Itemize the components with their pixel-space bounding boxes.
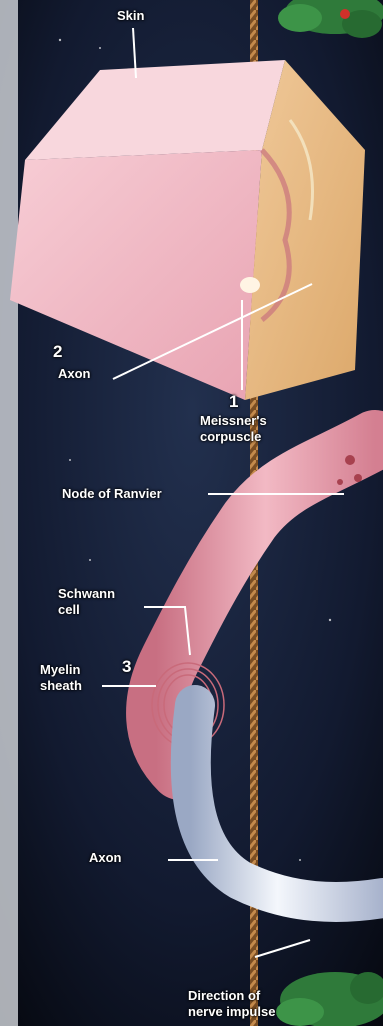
direction-line-2: nerve impulse: [188, 1004, 275, 1020]
label-myelin-sheath: Myelin sheath: [40, 662, 82, 694]
myelin-line-2: sheath: [40, 678, 82, 694]
label-node-of-ranvier: Node of Ranvier: [62, 486, 162, 502]
meissner-line-1: Meissner's: [200, 413, 267, 429]
label-axon-bottom: Axon: [89, 850, 122, 866]
step-number-3: 3: [122, 658, 131, 676]
schwann-line-2: cell: [58, 602, 115, 618]
label-direction-of-nerve-impulse: Direction of nerve impulse: [188, 988, 275, 1020]
meissner-line-2: corpuscle: [200, 429, 267, 445]
step-number-1: 1: [229, 393, 238, 411]
left-border-strip: [0, 0, 18, 1026]
step-number-2: 2: [53, 343, 62, 361]
label-meissners-corpuscle: Meissner's corpuscle: [200, 413, 267, 445]
meissner-corpuscle: [240, 277, 260, 293]
direction-line-1: Direction of: [188, 988, 275, 1004]
schwann-line-1: Schwann: [58, 586, 115, 602]
label-axon-top: Axon: [58, 366, 91, 382]
label-skin: Skin: [117, 8, 144, 24]
myelin-line-1: Myelin: [40, 662, 82, 678]
label-schwann-cell: Schwann cell: [58, 586, 115, 618]
